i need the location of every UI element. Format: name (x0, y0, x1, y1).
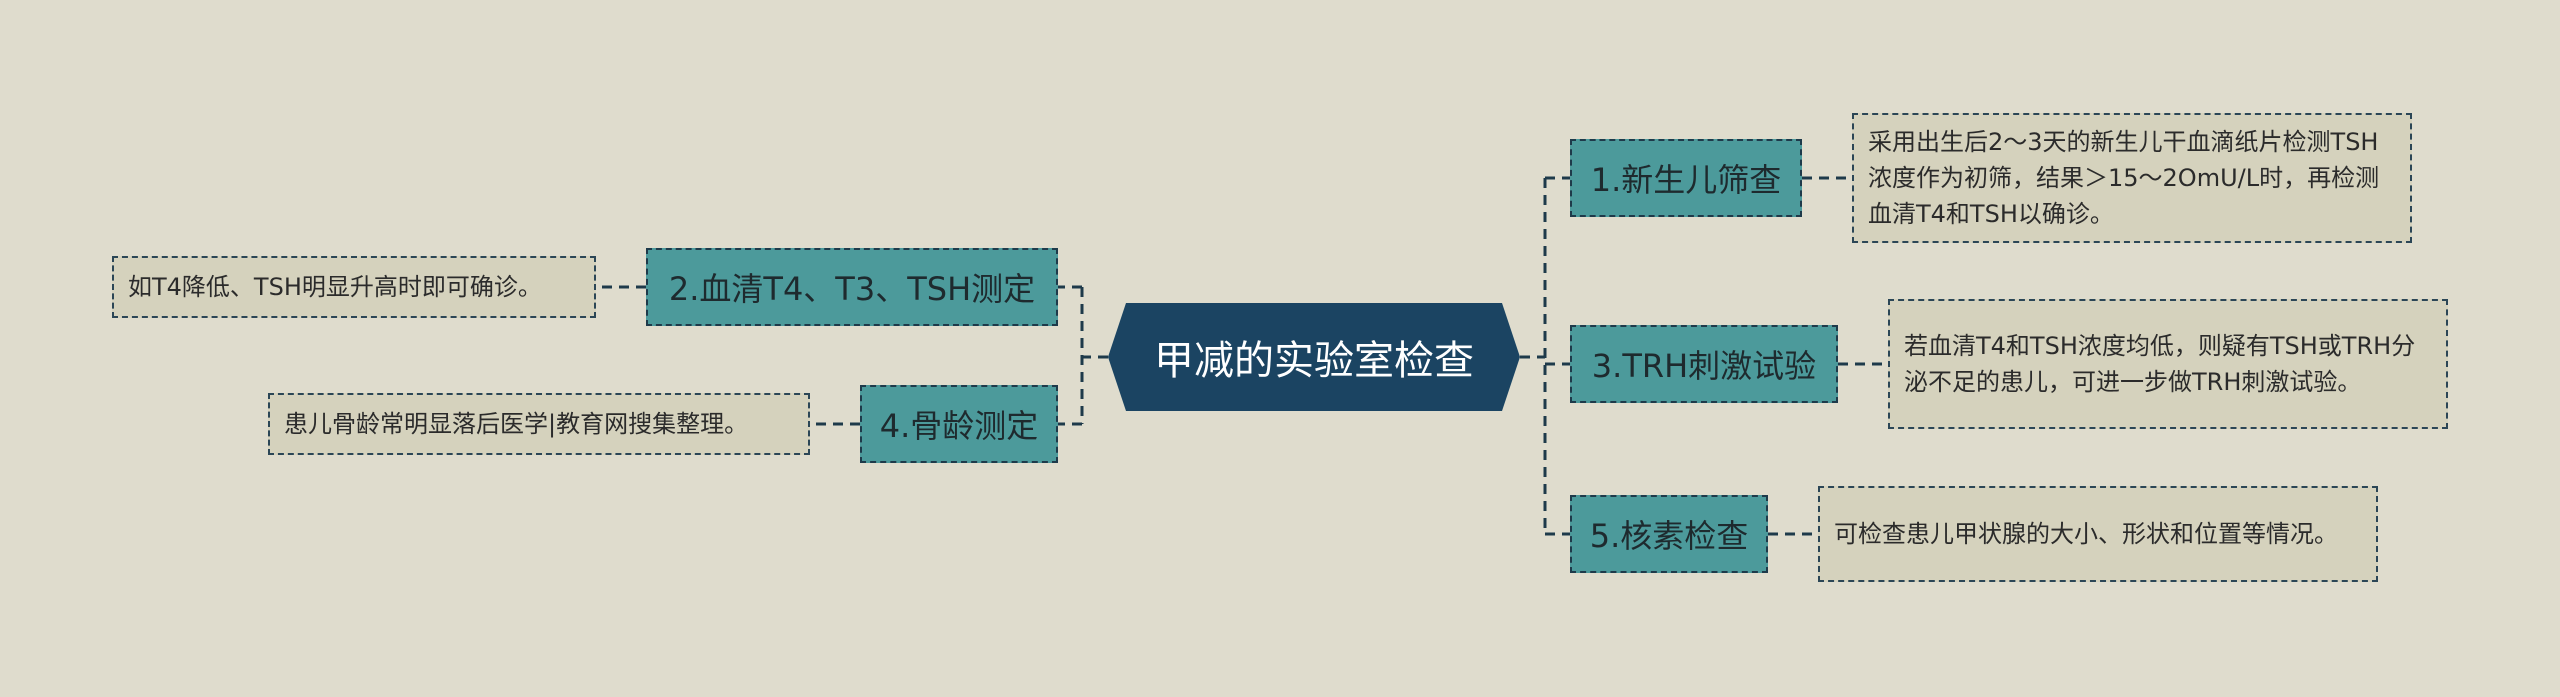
branch-nuclide-scan[interactable]: 5.核素检查 (1570, 495, 1768, 573)
detail-text: 若血清T4和TSH浓度均低，则疑有TSH或TRH分泌不足的患儿，可进一步做TRH… (1904, 332, 2416, 396)
detail-text: 可检查患儿甲状腺的大小、形状和位置等情况。 (1834, 520, 2338, 548)
central-topic-label: 甲减的实验室检查 (1154, 338, 1474, 384)
branch-newborn-screening[interactable]: 1.新生儿筛查 (1570, 139, 1802, 217)
detail-newborn-screening: 采用出生后2～3天的新生儿干血滴纸片检测TSH浓度作为初筛，结果＞15～2OmU… (1852, 113, 2412, 243)
detail-serum-test: 如T4降低、TSH明显升高时即可确诊。 (112, 256, 596, 318)
branch-label: 1.新生儿筛查 (1590, 161, 1782, 199)
detail-text: 如T4降低、TSH明显升高时即可确诊。 (128, 273, 542, 301)
branch-serum-test[interactable]: 2.血清T4、T3、TSH测定 (646, 248, 1058, 326)
branch-label: 3.TRH刺激试验 (1591, 347, 1817, 385)
detail-nuclide-scan: 可检查患儿甲状腺的大小、形状和位置等情况。 (1818, 486, 2378, 582)
detail-bone-age: 患儿骨龄常明显落后医学|教育网搜集整理。 (268, 393, 810, 455)
branch-label: 2.血清T4、T3、TSH测定 (668, 270, 1036, 308)
branch-label: 5.核素检查 (1589, 517, 1749, 555)
branch-bone-age[interactable]: 4.骨龄测定 (860, 385, 1058, 463)
branch-trh-test[interactable]: 3.TRH刺激试验 (1570, 325, 1838, 403)
detail-text: 采用出生后2～3天的新生儿干血滴纸片检测TSH浓度作为初筛，结果＞15～2OmU… (1868, 128, 2380, 228)
detail-text: 患儿骨龄常明显落后医学|教育网搜集整理。 (284, 410, 749, 438)
branch-label: 4.骨龄测定 (879, 407, 1039, 445)
central-topic[interactable]: 甲减的实验室检查 (1108, 303, 1520, 411)
detail-trh-test: 若血清T4和TSH浓度均低，则疑有TSH或TRH分泌不足的患儿，可进一步做TRH… (1888, 299, 2448, 429)
